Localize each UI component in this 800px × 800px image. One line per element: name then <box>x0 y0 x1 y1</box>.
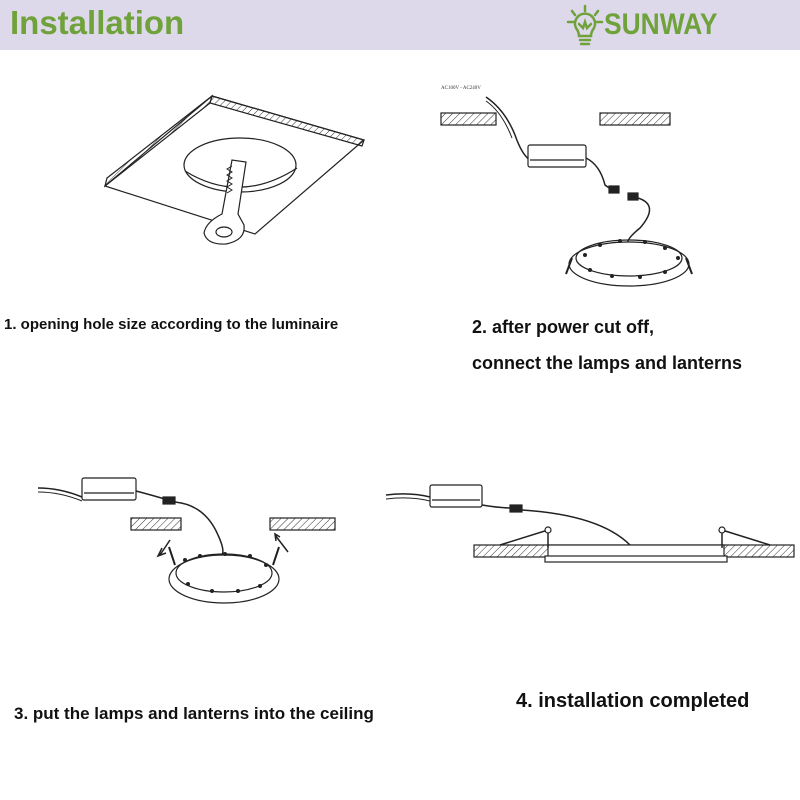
step1-illustration <box>103 94 366 245</box>
brand-name: SUNWAY <box>604 8 718 41</box>
step2-illustration <box>440 96 693 287</box>
step1-caption: 1. opening hole size according to the lu… <box>4 316 339 333</box>
voltage-label: AC100V - AC240V <box>441 86 481 91</box>
page-title: Installation <box>10 4 185 41</box>
brand-logo: SUNWAY <box>566 2 726 48</box>
step4-illustration <box>385 484 795 563</box>
step2-caption-line1: 2. after power cut off, <box>472 317 655 337</box>
step4-caption: 4. installation completed <box>516 690 750 712</box>
step3-illustration <box>37 477 336 604</box>
step2-caption-line2: connect the lamps and lanterns <box>472 353 743 373</box>
step3-caption: 3. put the lamps and lanterns into the c… <box>14 704 374 723</box>
header-band: Installation SUNWAY <box>0 0 800 50</box>
sun-bulb-icon <box>566 4 604 46</box>
